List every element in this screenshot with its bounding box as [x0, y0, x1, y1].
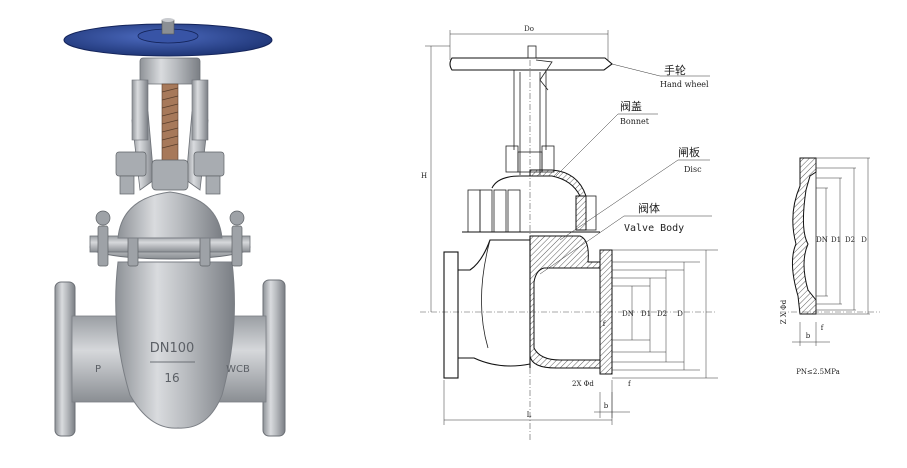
- label-handwheel-en: Hand wheel: [660, 80, 709, 89]
- callout-handwheel: 手轮 Hand wheel: [611, 63, 710, 89]
- label-disc-en: Disc: [684, 165, 702, 174]
- drawing-handwheel: [449, 45, 613, 175]
- drawing-body: [443, 235, 613, 379]
- cast-right-text: WCB: [226, 364, 250, 375]
- label-body-en: Valve Body: [624, 223, 684, 234]
- label-disc-cn: 闸板: [678, 145, 700, 159]
- dim-do: Do: [449, 25, 609, 60]
- cast-dn-text: DN100: [150, 341, 195, 356]
- dim-f-label-inner: f: [603, 320, 607, 328]
- drawing-bonnet: [462, 169, 600, 233]
- dim-h: H: [421, 45, 450, 312]
- flange-dims: DN D1 D2 D f f 2X Φd b: [572, 249, 718, 418]
- detail-bolt-label: Z X Φd: [780, 299, 788, 324]
- cast-left-text: P: [95, 364, 101, 375]
- dim-d-label: D: [677, 310, 683, 318]
- detail-d2-label: D2: [845, 236, 855, 244]
- dim-b-label: b: [604, 402, 609, 410]
- callout-bonnet: 阀盖 Bonnet: [555, 99, 658, 177]
- detail-d1-label: D1: [831, 236, 841, 244]
- flange-detail: DN D1 D2 D Z X Φd f b PN≤2.5MPa: [780, 157, 880, 376]
- callout-disc: 闸板 Disc: [559, 145, 710, 241]
- callout-body: 阀体 Valve Body: [539, 201, 712, 275]
- detail-dn-label: DN: [816, 236, 828, 244]
- label-bonnet-en: Bonnet: [620, 117, 650, 126]
- dim-bolt-label: 2X Φd: [572, 380, 594, 388]
- detail-f-label: f: [821, 324, 825, 332]
- dim-dn-label: DN: [622, 310, 634, 318]
- dim-do-label: Do: [524, 25, 534, 33]
- yoke-top: [139, 57, 201, 85]
- stem-nut: [161, 19, 175, 35]
- valve-body: [115, 261, 235, 429]
- dim-d1-label: D1: [641, 310, 651, 318]
- dim-f-label: f: [628, 380, 632, 388]
- label-bonnet-cn: 阀盖: [620, 99, 642, 113]
- dim-l-label: L: [527, 411, 532, 419]
- stem: [161, 83, 179, 165]
- detail-b-label: b: [806, 332, 811, 340]
- dim-d2-label: D2: [657, 310, 667, 318]
- label-handwheel-cn: 手轮: [664, 63, 686, 77]
- bonnet: [117, 191, 223, 239]
- cast-pn-text: 16: [164, 371, 179, 385]
- valve-photo: DN100 16 P WCB: [54, 18, 286, 437]
- handwheel: [63, 18, 273, 57]
- detail-d-label: D: [861, 236, 867, 244]
- flange-bolts: [95, 210, 245, 267]
- gland-nuts: [115, 151, 225, 195]
- dim-h-label: H: [421, 172, 427, 180]
- detail-dims: DN D1 D2 D Z X Φd f b: [780, 157, 870, 346]
- label-body-cn: 阀体: [638, 201, 660, 215]
- cast-markings: DN100 16 P WCB: [95, 341, 250, 385]
- section-drawing: Do H L: [420, 25, 718, 440]
- pressure-note: PN≤2.5MPa: [796, 368, 840, 376]
